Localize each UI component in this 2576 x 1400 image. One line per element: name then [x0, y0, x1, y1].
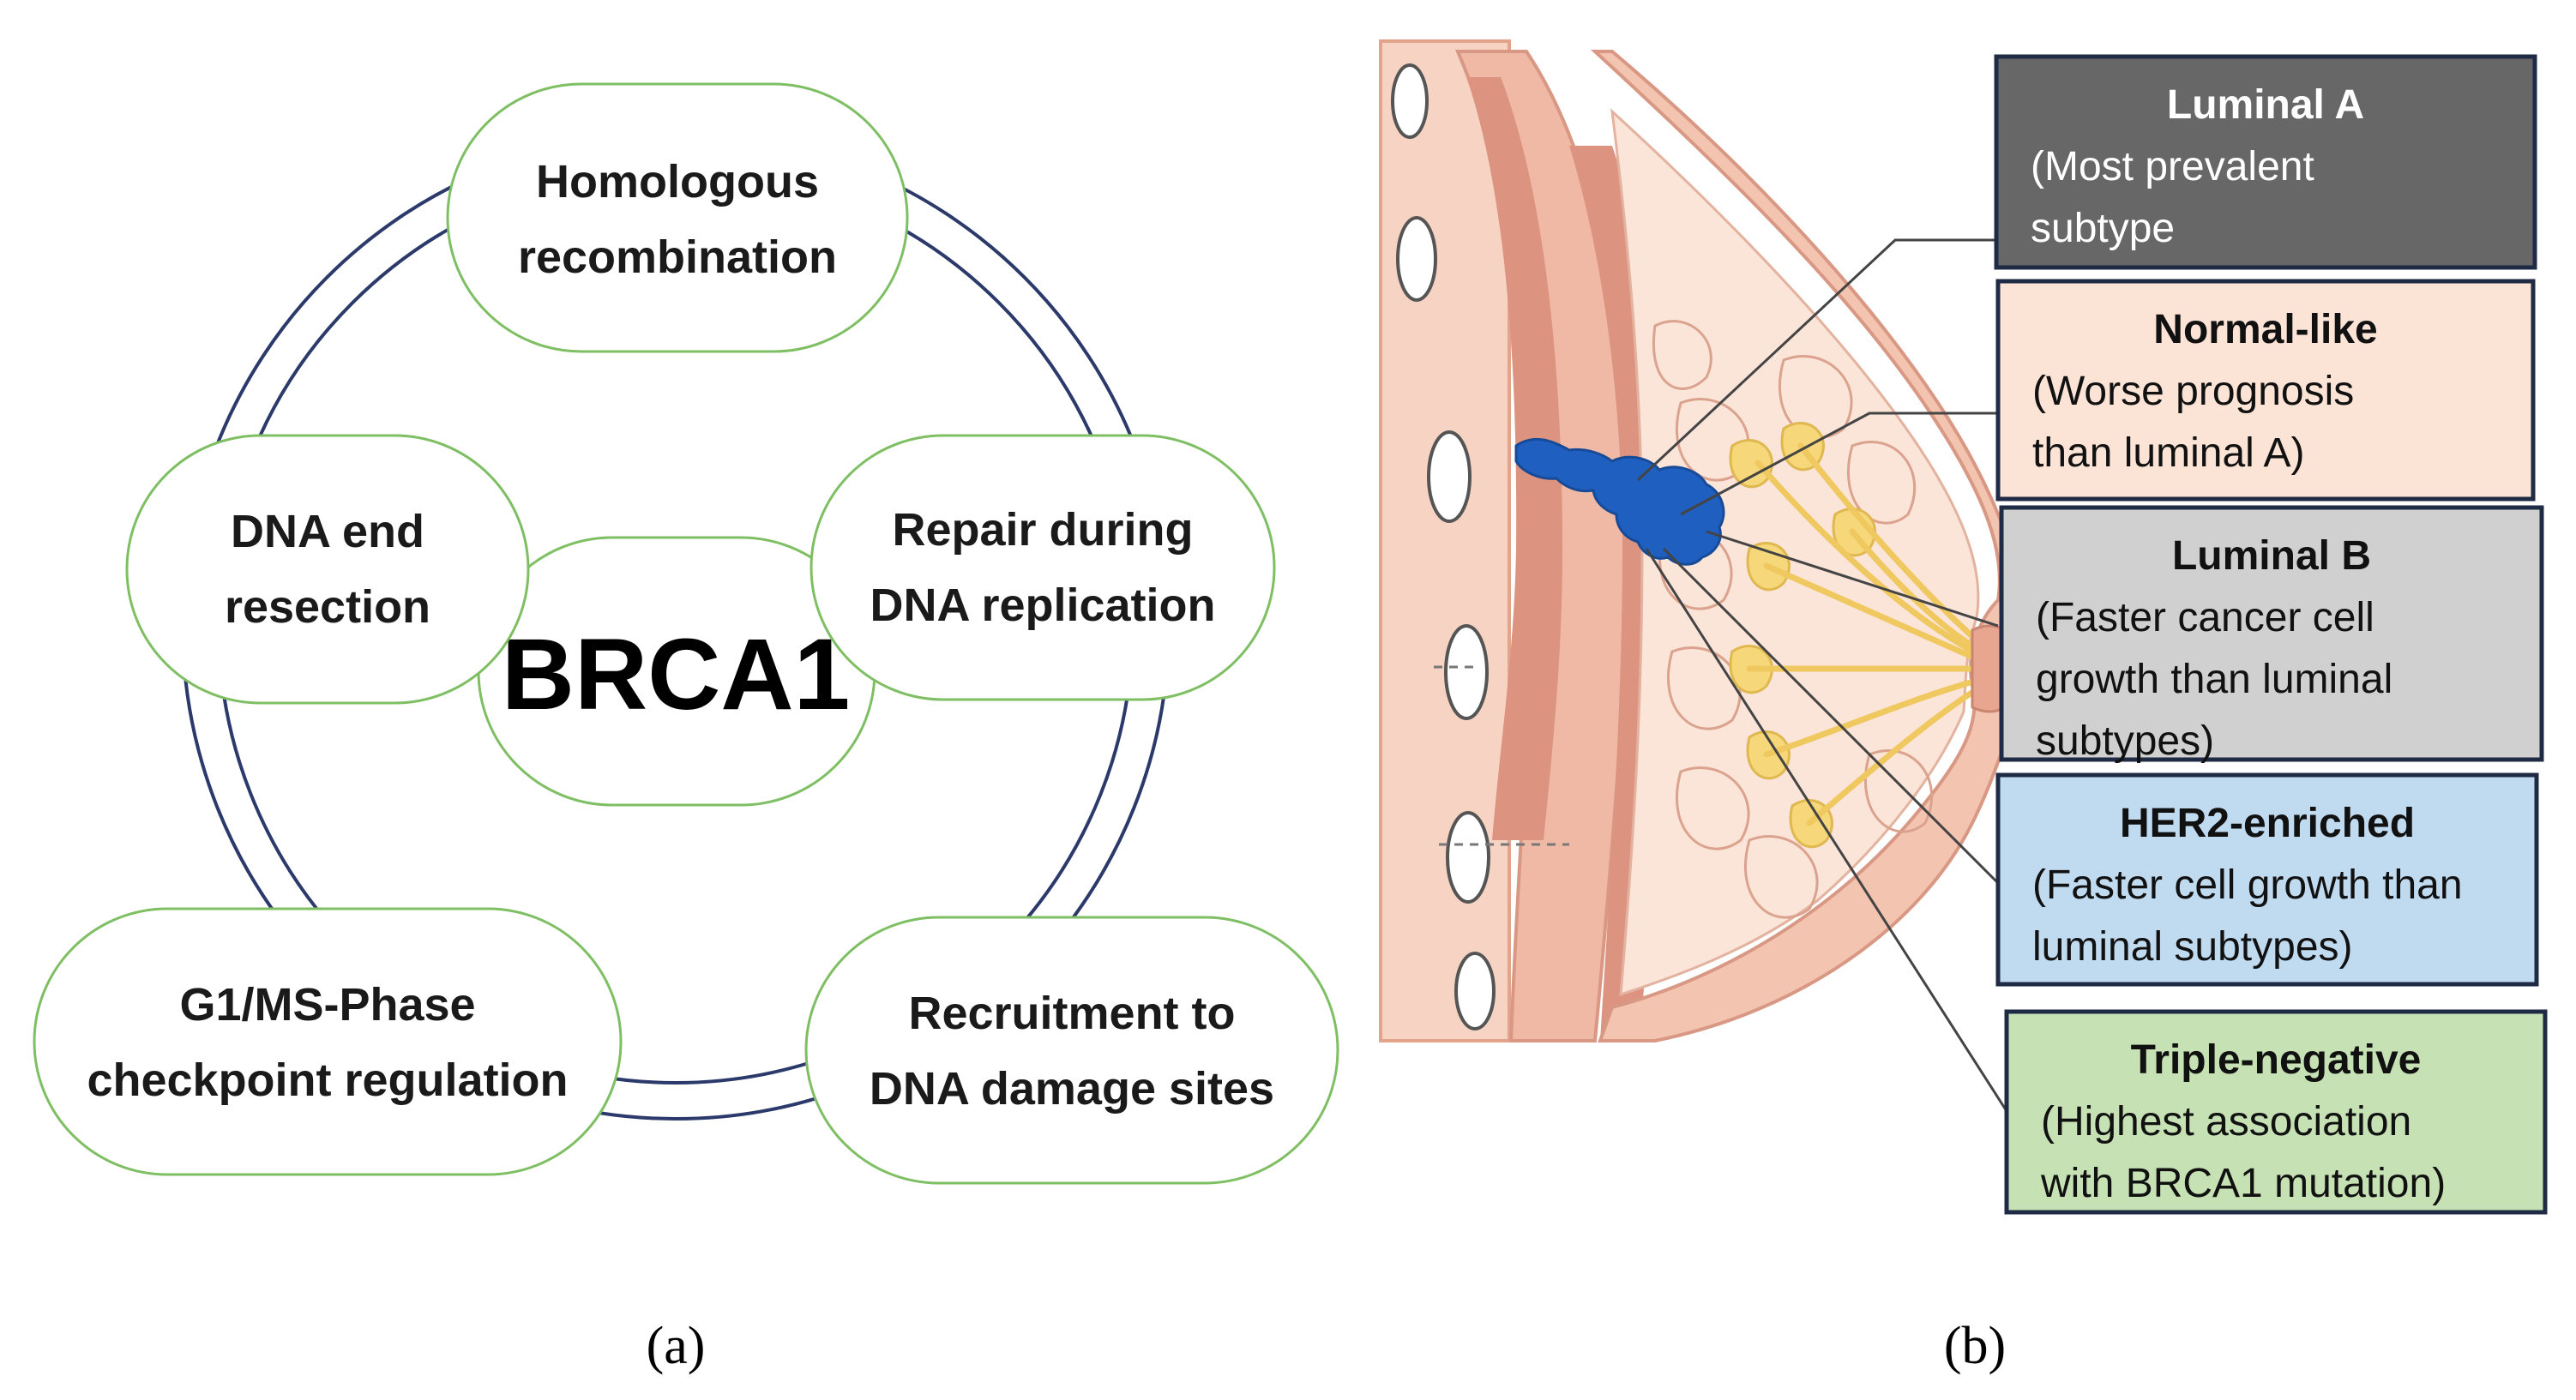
tumor-mass: [1514, 437, 1725, 566]
node-checkpoint-line-1: G1/MS-Phase: [179, 979, 475, 1030]
brca1-label: BRCA1: [502, 618, 851, 731]
subtype-description-line: with BRCA1 mutation): [2040, 1161, 2446, 1206]
node-homologous-line-1: Homologous: [536, 156, 819, 207]
subtype-title: HER2-enriched: [2120, 801, 2415, 846]
node-replication-line-1: Repair during: [892, 504, 1193, 556]
brca1-center-node: BRCA1: [477, 536, 876, 807]
subtype-box-her2-enriched: HER2-enriched (Faster cell growth than lum…: [1995, 772, 2539, 987]
panel-b: Luminal A (Most prevalent subtypeNormal-li…: [1379, 39, 2548, 1375]
node-checkpoint: G1/MS-Phase checkpoint regulation: [33, 907, 623, 1176]
subtype-box-triple-negative: Triple-negative (Highest association with …: [2004, 1009, 2548, 1215]
panel-b-label: (b): [1944, 1317, 2006, 1375]
subtype-title: Luminal B: [2172, 533, 2371, 579]
subtype-description-line: (Faster cancer cell: [2036, 595, 2374, 640]
subtype-title: Triple-negative: [2131, 1037, 2422, 1083]
node-resection-line-2: resection: [225, 581, 430, 633]
panel-a: BRCA1 Homologous recombination Repair du…: [33, 82, 1339, 1375]
subtype-box-luminal-b: Luminal B (Faster cancer cell growth than …: [1999, 505, 2544, 764]
node-recruitment: Recruitment to DNA damage sites: [804, 916, 1339, 1185]
subtype-description-line: luminal subtypes): [2032, 924, 2353, 970]
node-resection: DNA end resection: [125, 434, 530, 705]
rib-ovals: [1391, 63, 1496, 1030]
node-homologous-recombination: Homologous recombination: [446, 82, 909, 353]
subtype-description-line: than luminal A): [2032, 430, 2305, 476]
breast-anatomy-illustration: [1379, 39, 2042, 1112]
subtype-description-line: growth than luminal: [2036, 657, 2392, 702]
node-recruitment-line-1: Recruitment to: [908, 988, 1235, 1039]
subtype-description-line: (Highest association: [2041, 1099, 2411, 1145]
node-recruitment-line-2: DNA damage sites: [870, 1063, 1274, 1115]
subtype-description-line: (Faster cell growth than: [2032, 862, 2463, 908]
node-resection-line-1: DNA end: [231, 506, 424, 557]
subtype-box-normal-like: Normal-like (Worse prognosis than luminal …: [1995, 279, 2536, 502]
subtype-box-luminal-a: Luminal A (Most prevalent subtype: [1994, 54, 2537, 270]
subtype-description-line: (Most prevalent: [2031, 144, 2314, 189]
subtype-title: Normal-like: [2153, 307, 2377, 352]
subtype-description-line: (Worse prognosis: [2032, 369, 2354, 414]
subtype-description-line: subtype: [2031, 206, 2175, 251]
node-checkpoint-line-2: checkpoint regulation: [87, 1055, 568, 1106]
subtype-description-line: subtypes): [2036, 718, 2214, 764]
node-repair-replication: Repair during DNA replication: [810, 434, 1276, 701]
panel-a-label: (a): [647, 1317, 706, 1375]
subtype-pointer-lines: [1636, 238, 2008, 1112]
subtype-boxes: Luminal A (Most prevalent subtypeNormal-li…: [1994, 54, 2548, 1215]
subtype-title: Luminal A: [2167, 82, 2364, 128]
node-replication-line-2: DNA replication: [870, 580, 1215, 631]
node-homologous-line-2: recombination: [518, 231, 837, 283]
